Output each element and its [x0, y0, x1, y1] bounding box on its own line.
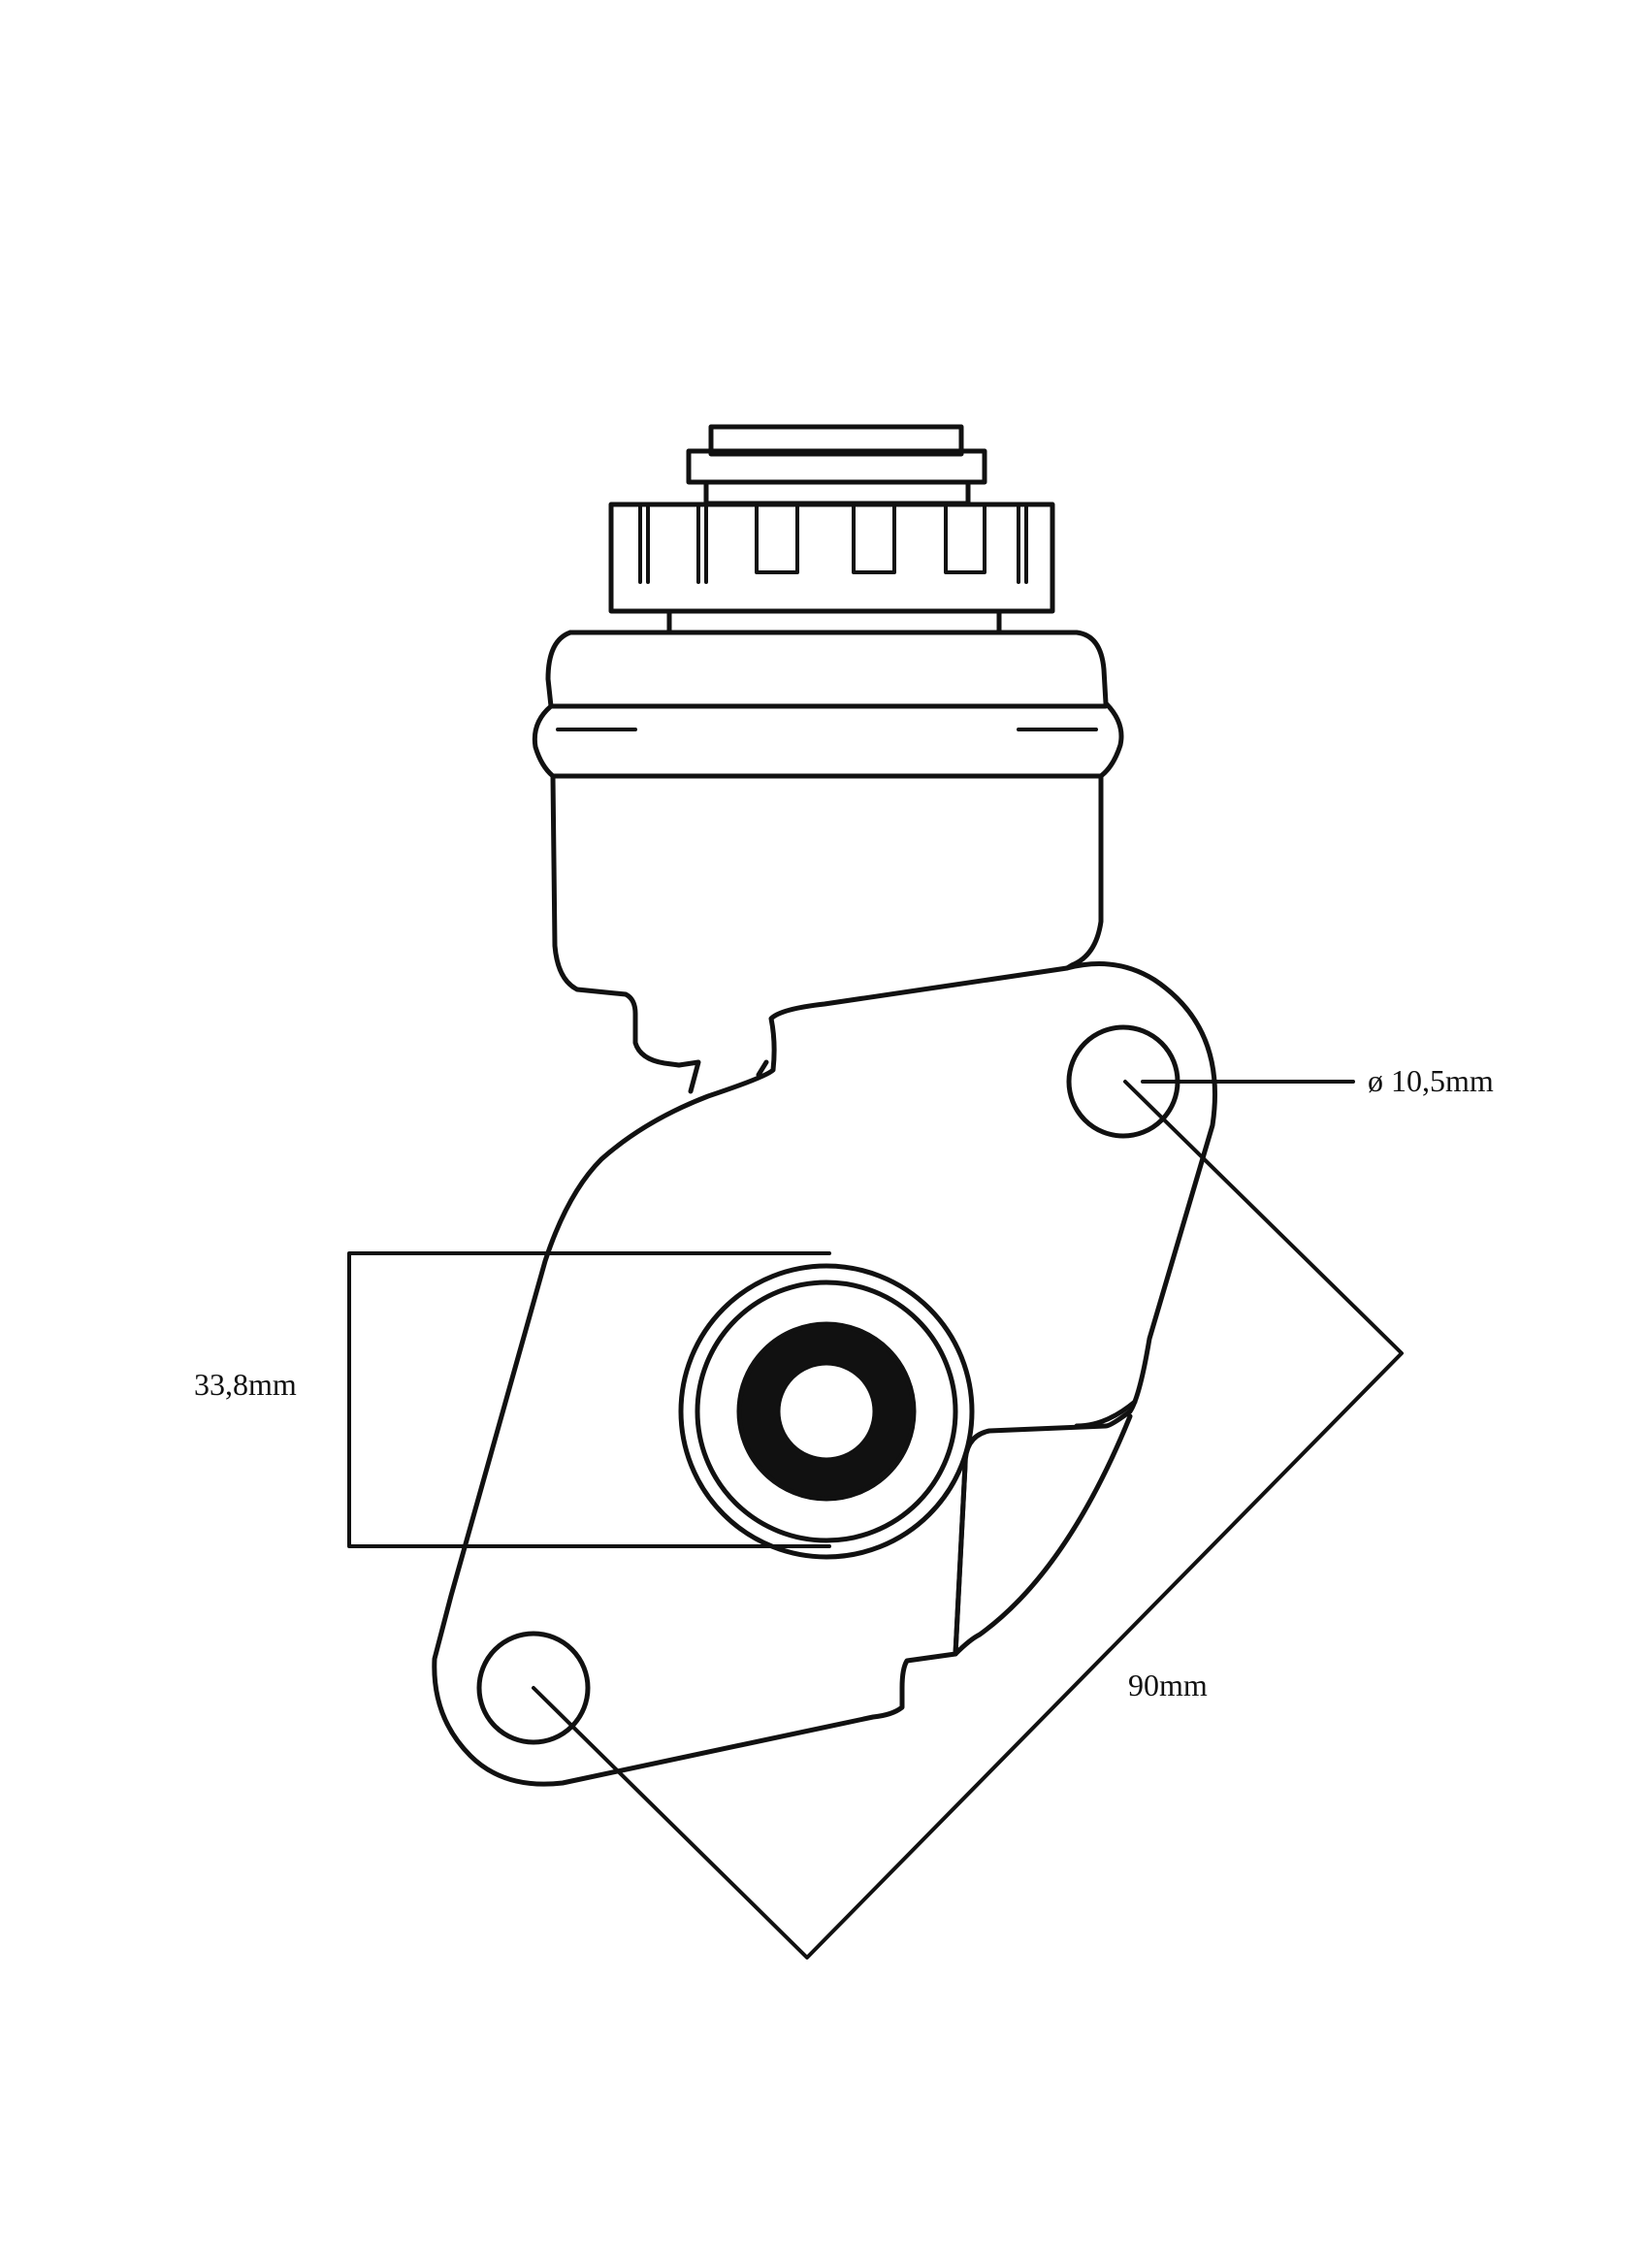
cap-neck	[703, 479, 971, 506]
hole-diameter-label: ø 10,5mm	[1368, 1063, 1494, 1098]
dimension-line-spacing	[532, 1080, 1404, 1960]
flange-step	[953, 1399, 1138, 1657]
reservoir-left-outline	[532, 630, 682, 1068]
reservoir-body	[532, 630, 1124, 1068]
cap-top-button	[708, 424, 964, 457]
outlet-stub	[676, 1059, 769, 1094]
dimension-bracket-bore	[347, 1251, 831, 1548]
bore	[678, 1263, 975, 1560]
bore-hole	[780, 1365, 873, 1458]
hole-spacing-label: 90mm	[1128, 1668, 1208, 1702]
cap-ribbed-body	[608, 502, 1055, 614]
bore-outer-ring	[678, 1263, 975, 1560]
reservoir-cap	[608, 424, 1055, 635]
flange-body	[432, 961, 1217, 1787]
bore-second-ring	[695, 1280, 958, 1543]
bore-height-label: 33,8mm	[194, 1367, 297, 1402]
mounting-hole-bottom	[476, 1631, 591, 1745]
reservoir-right-outline	[567, 630, 1124, 971]
